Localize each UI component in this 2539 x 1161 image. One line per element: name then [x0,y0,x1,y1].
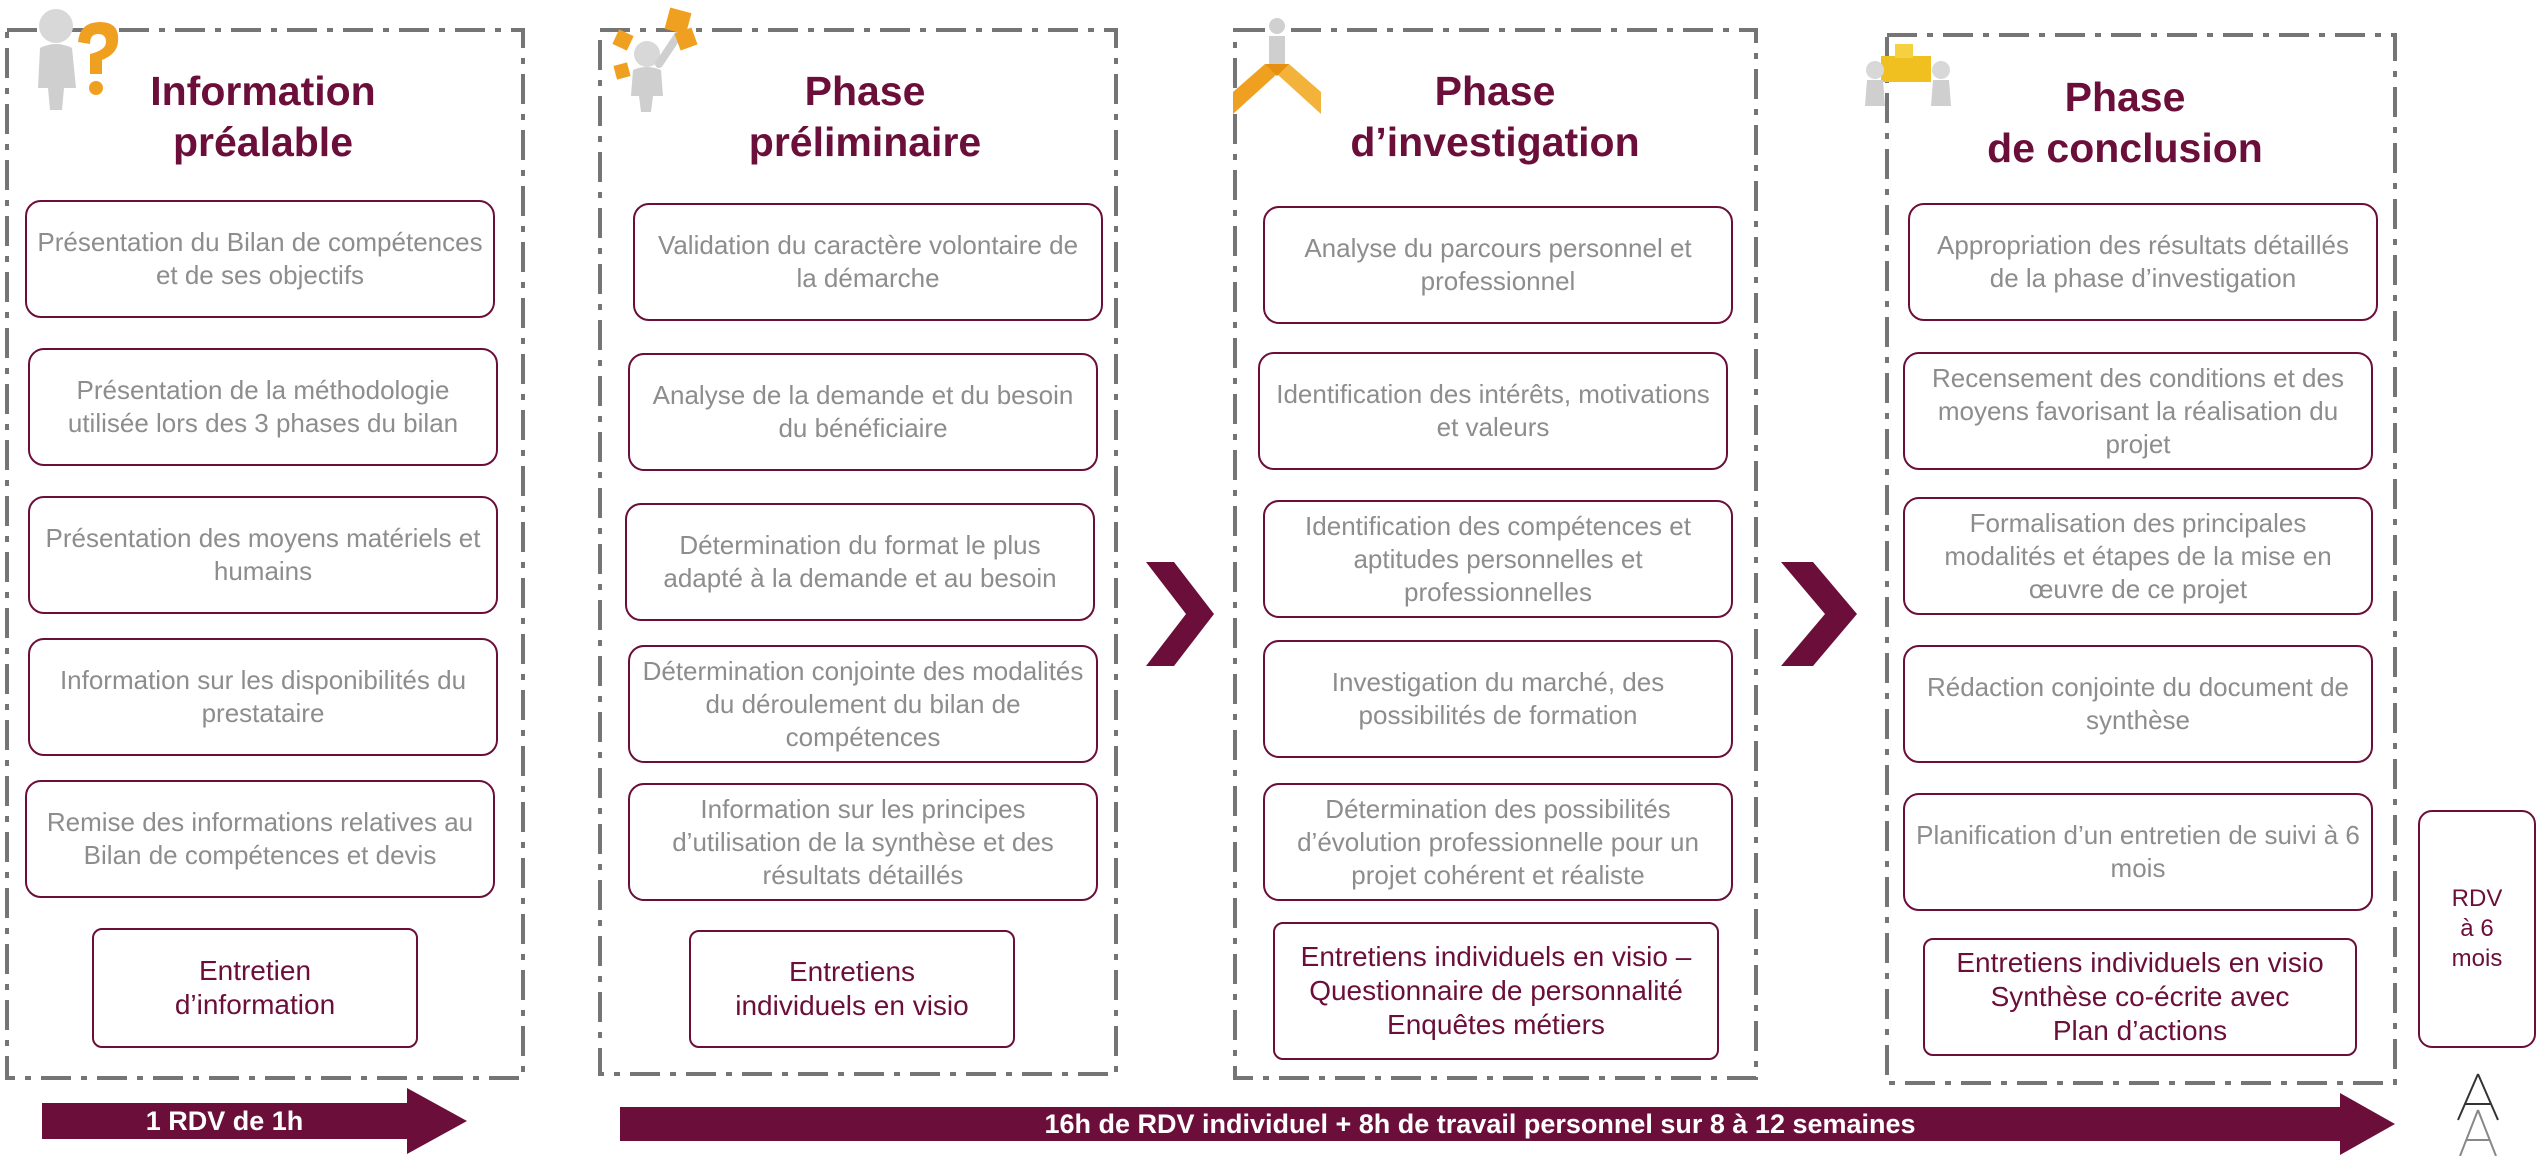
duration-label-long: 16h de RDV individuel + 8h de travail pe… [1044,1108,1916,1139]
crossroads-person-icon [1225,14,1327,124]
step-box: Investigation du marché, des possibilité… [1263,640,1733,758]
step-box: Formalisation des principales modalités … [1903,497,2373,615]
followup-rdv-box: RDV à 6 mois [2418,810,2536,1048]
monogram-logo-icon [2450,1070,2506,1157]
step-box: Identification des intérêts, motivations… [1258,352,1728,470]
step-box: Analyse de la demande et du besoin du bé… [628,353,1098,471]
duration-label-short: 1 RDV de 1h [145,1105,304,1136]
step-box: Présentation des moyens matériels et hum… [28,496,498,614]
dashed-frame [598,28,1118,1076]
step-box: Détermination conjointe des modalités du… [628,645,1098,763]
step-box: Détermination des possibilités d’évoluti… [1263,783,1733,901]
question-person-icon [22,4,122,116]
chevron-right-icon [1781,562,1857,666]
step-box: Rédaction conjointe du document de synth… [1903,645,2373,763]
step-box: Information sur les principes d’utilisat… [628,783,1098,901]
step-box: Planification d’un entretien de suivi à … [1903,793,2373,911]
phase-title: Phase préliminaire [748,68,982,165]
puzzle-person-icon [607,4,702,114]
dashed-frame [1885,33,2397,1085]
puzzle-assembly-icon [1855,36,1975,116]
dashed-frame [5,28,525,1080]
step-box: Information sur les disponibilités du pr… [28,638,498,756]
step-box: Identification des compétences et aptitu… [1263,500,1733,618]
session-box: Entretiens individuels en visio – Questi… [1273,922,1719,1060]
step-box: Remise des informations relatives au Bil… [25,780,495,898]
step-box: Présentation de la méthodologie utilisée… [28,348,498,466]
step-box: Validation du caractère volontaire de la… [633,203,1103,321]
phase-title: Phase de conclusion [1987,74,2263,171]
phase-conclusion: Phase de conclusion Appropriation des ré… [1855,0,2415,1100]
step-box: Présentation du Bilan de compétences et … [25,200,495,318]
session-box: Entretiens individuels en visio [689,930,1015,1048]
duration-arrow-short [42,1088,467,1154]
step-box: Analyse du parcours personnel et profess… [1263,206,1733,324]
chevron-right-icon [1146,562,1214,666]
session-box: Entretiens individuels en visio Synthèse… [1923,938,2357,1056]
phase-investigation: Phase d’investigation Analyse du parcour… [1225,0,1765,1090]
phase-title: Information préalable [150,68,376,165]
duration-arrow-long [620,1093,2395,1155]
session-box: Entretien d’information [92,928,418,1048]
step-box: Recensement des conditions et des moyens… [1903,352,2373,470]
phase-title: Phase d’investigation [1350,68,1640,165]
phase-information-prealable: Information préalable Présentation du Bi… [0,0,540,1090]
step-box: Appropriation des résultats détaillés de… [1908,203,2378,321]
step-box: Détermination du format le plus adapté à… [625,503,1095,621]
phase-preliminaire: Phase préliminaire Validation du caractè… [595,0,1135,1090]
